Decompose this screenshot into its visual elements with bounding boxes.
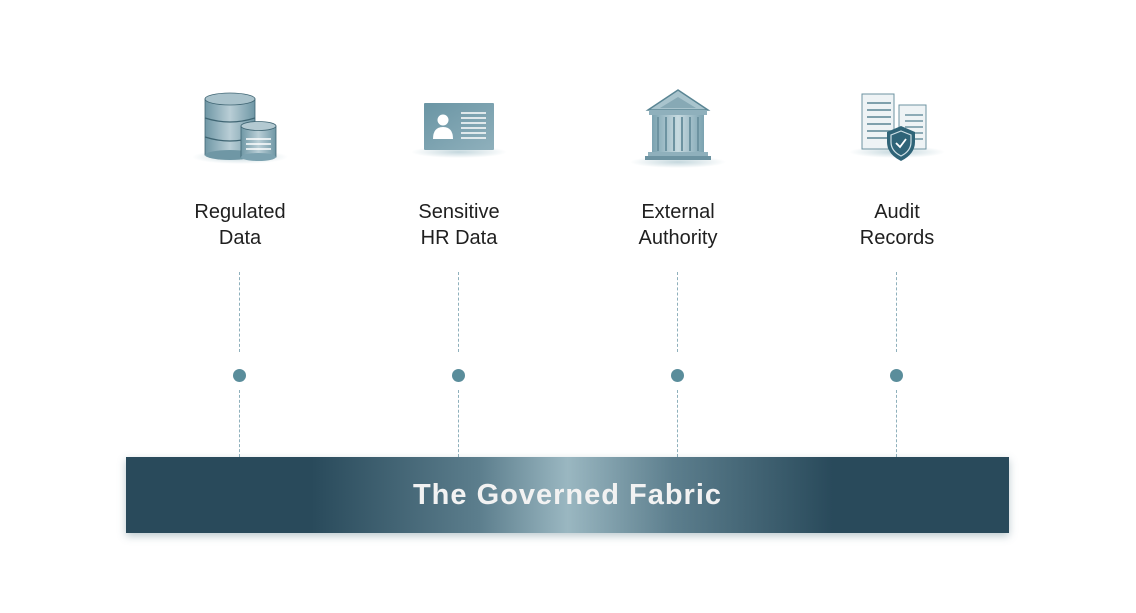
connector-line	[677, 272, 678, 352]
item-label: External Authority	[638, 201, 718, 249]
item-audit-records: Audit Records	[797, 0, 997, 460]
connector-dot	[233, 369, 246, 382]
connector-line	[239, 272, 240, 352]
database-icon	[192, 92, 288, 164]
item-regulated-data: Regulated Data	[140, 0, 340, 460]
connector-line	[458, 272, 459, 352]
institution-icon	[630, 89, 726, 168]
connector-dot	[890, 369, 903, 382]
item-label: Audit Records	[859, 201, 935, 249]
connector-line	[458, 390, 459, 457]
item-external-authority: External Authority	[578, 0, 778, 460]
connector-dot	[671, 369, 684, 382]
governed-fabric-bar: The Governed Fabric	[126, 457, 1009, 533]
connector-dot	[452, 369, 465, 382]
id-card-icon	[411, 103, 507, 158]
connector-line	[677, 390, 678, 457]
item-label: Regulated Data	[194, 201, 286, 249]
connector-line	[239, 390, 240, 457]
item-label: Sensitive HR Data	[418, 201, 500, 249]
item-sensitive-hr-data: Sensitive HR Data	[359, 0, 559, 460]
connector-line	[896, 272, 897, 352]
connector-line	[896, 390, 897, 457]
shield-document-icon	[849, 93, 945, 161]
governed-fabric-label: The Governed Fabric	[412, 478, 723, 511]
